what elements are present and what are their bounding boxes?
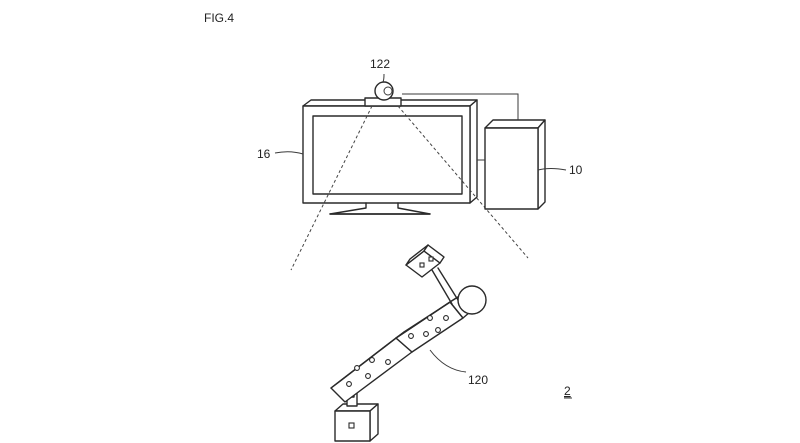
upper-arm-front	[395, 301, 464, 353]
display-bezel	[302, 105, 471, 204]
label-controller: 120	[468, 373, 488, 387]
camera-lens-icon	[383, 86, 393, 96]
upper-arm-marker-1	[408, 333, 414, 339]
lower-arm-front	[330, 337, 413, 403]
label-console: 10	[569, 163, 583, 177]
console-front	[484, 127, 539, 210]
leader-camera	[382, 73, 385, 83]
bottom-cube-front	[334, 410, 371, 442]
top-cube-marker-1	[419, 262, 425, 268]
display-screen	[312, 115, 463, 195]
lower-arm-marker-2	[365, 373, 371, 379]
bottom-cube-marker	[348, 422, 355, 429]
upper-arm-marker-2	[423, 331, 429, 337]
figure-title: FIG.4	[204, 11, 234, 25]
lower-arm-marker-5	[354, 365, 360, 371]
console-side-depth	[537, 119, 546, 210]
camera-to-console-cable	[402, 93, 519, 120]
lower-arm-marker-1	[346, 381, 352, 387]
top-connector-rod-edge	[437, 267, 459, 301]
top-cube	[405, 244, 445, 278]
camera-view-line-right	[397, 105, 529, 259]
controller-assembly	[330, 244, 487, 442]
camera-view-line-left	[290, 105, 373, 271]
display-stand	[329, 202, 431, 215]
game-console	[484, 119, 546, 210]
controller-sphere	[457, 285, 487, 315]
leader-display	[274, 151, 304, 155]
label-system: 2	[564, 384, 571, 398]
top-connector-rod	[431, 269, 453, 305]
camera-device	[290, 81, 529, 271]
upper-arm-marker-5	[435, 327, 441, 333]
label-display: 16	[257, 147, 271, 161]
top-cube-marker-2	[428, 256, 434, 262]
upper-arm-marker-4	[443, 315, 449, 321]
upper-arm-marker-3	[427, 315, 433, 321]
lower-arm-marker-3	[369, 357, 375, 363]
bottom-cube-side	[369, 403, 379, 442]
display-monitor	[302, 99, 478, 215]
leader-console	[537, 168, 567, 171]
label-camera: 122	[370, 57, 390, 71]
top-cube-side	[423, 244, 445, 264]
display-side-depth	[469, 99, 478, 204]
console-top-depth	[484, 119, 546, 129]
lower-arm-marker-4	[385, 359, 391, 365]
leader-controller	[429, 349, 467, 373]
